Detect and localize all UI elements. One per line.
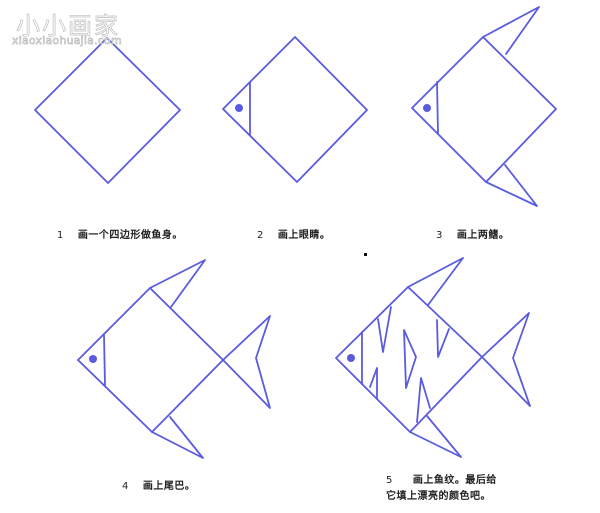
step3-fish-with-fins — [411, 6, 557, 207]
step-number: 5 — [386, 475, 393, 486]
watermark-url: xiaoxiaohuajia.com — [12, 34, 122, 48]
step-number: 3 — [436, 230, 443, 241]
eye-icon — [89, 355, 97, 363]
step1-caption: 1 画一个四边形做鱼身。 — [57, 229, 183, 243]
step2-fish-with-eye — [222, 36, 368, 183]
step-text: 它填上漂亮的颜色吧。 — [386, 491, 491, 502]
step-number: 1 — [57, 230, 64, 241]
step1-fish-body — [34, 37, 181, 184]
step5-caption-line2: 它填上漂亮的颜色吧。 — [386, 490, 491, 504]
step3-caption: 3 画上两鳍。 — [436, 229, 509, 243]
step-number: 4 — [122, 481, 129, 492]
watermark-title: 小小画家 — [16, 12, 120, 41]
step-number: 2 — [257, 230, 264, 241]
step-text: 画上眼睛。 — [277, 230, 331, 241]
step-text: 画上两鳍。 — [456, 230, 510, 241]
eye-icon — [347, 354, 355, 362]
step4-fish-with-tail — [77, 259, 271, 459]
step-text: 画上鱼纹。最后给 — [412, 475, 497, 486]
step-text: 画一个四边形做鱼身。 — [77, 230, 183, 241]
step5-fish-with-stripes — [335, 257, 531, 458]
eye-icon — [423, 104, 431, 112]
step5-caption: 5 画上鱼纹。最后给 — [386, 474, 497, 488]
stray-dot — [364, 253, 367, 256]
step2-caption: 2 画上眼睛。 — [257, 229, 330, 243]
eye-icon — [235, 104, 243, 112]
step4-caption: 4 画上尾巴。 — [122, 480, 195, 494]
step-text: 画上尾巴。 — [142, 481, 196, 492]
